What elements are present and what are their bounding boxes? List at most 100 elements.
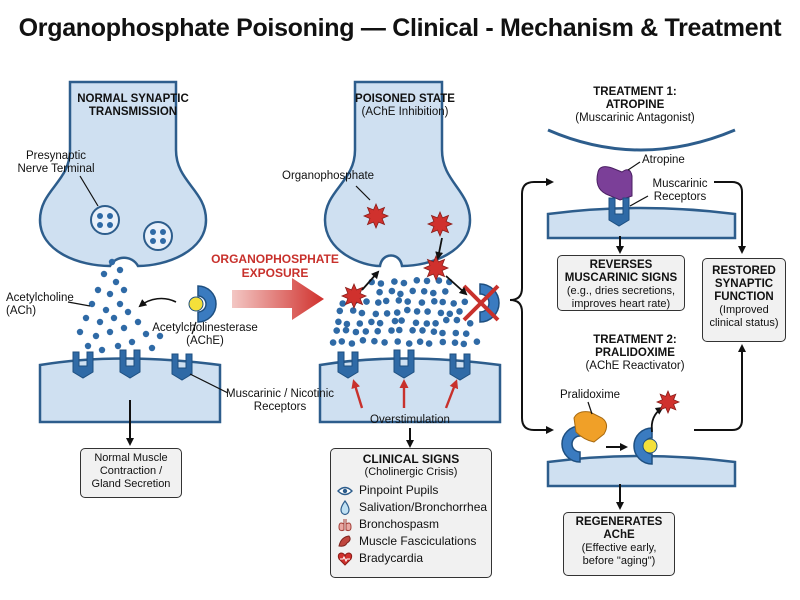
organophosphate-icon [340,282,368,310]
ach-dot [88,300,96,308]
ach-dot [84,342,92,350]
ach-dot [409,327,416,334]
ach-dot [393,309,401,316]
ach-dot [134,318,142,326]
ach-dot [359,337,367,344]
clinical-sign-item: Muscle Fasciculations [337,533,485,550]
ach-dot [405,340,413,347]
ach-dot [398,317,405,324]
ach-dot [148,344,156,352]
clinical-sign-label: Muscle Fasciculations [359,534,477,548]
heart-icon [337,551,353,566]
ach-dot [425,340,433,347]
poisoned-heading-line2: (AChE Inhibition) [361,106,449,118]
ach-dot [374,327,382,335]
normal-receptor [171,353,193,381]
ach-dot [375,299,382,306]
ach-dot [430,328,438,336]
synaptic-vesicle [143,221,173,251]
muscarinic-receptor-icon [608,197,630,227]
ach-dot [383,310,391,317]
normal-outcome-line3: Gland Secretion [91,478,171,490]
ach-dot [356,320,364,327]
ach-dot [437,309,445,317]
ach-dot [106,328,114,336]
treatment2-heading-line3: (AChE Reactivator) [585,360,685,372]
ach-dot [460,340,468,348]
ach-dot [452,329,460,337]
ach-dot [395,297,403,304]
atropine-label: Atropine [642,154,685,166]
reverses-title-line2: MUSCARINIC SIGNS [564,272,678,284]
ach-dot [339,300,347,307]
organophosphate-icon [362,202,390,230]
ach-dot [439,329,446,337]
op-label-pointer [355,185,371,201]
organophosphate-icon [655,389,681,415]
ach-dot [391,278,398,285]
eye-icon [337,486,353,495]
regenerates-line1: (Effective early, [581,542,657,554]
clinical-sign-item: Bradycardia [337,550,485,567]
ach-dot [396,326,403,334]
ach-label: Acetylcholine (ACh) [6,292,96,318]
ach-dot [404,306,411,314]
ach-dot [342,326,350,334]
acetylcholine-molecules [76,258,164,354]
ach-dot [368,318,375,326]
treatment2-to-restored-arrow [694,344,746,431]
ach-dot [329,339,337,346]
ach-dot [94,286,102,294]
muscarinic-receptors-line1: Muscarinic [652,178,708,190]
ach-dot [391,317,399,325]
restored-sub-line2: clinical status) [709,317,779,329]
restored-sub-line1: (Improved [719,304,769,316]
treatment1-membrane [546,206,737,240]
ach-dot [349,307,357,314]
treatment1-heading: TREATMENT 1: ATROPINE (Muscarinic Antago… [545,86,725,125]
ach-dot [430,289,437,297]
exposure-label-line1: ORGANOPHOSPHATE [211,252,339,266]
ach-dot [343,320,351,328]
exposure-label-line2: EXPOSURE [241,266,309,280]
ach-dot [108,258,116,266]
op-binding-arrow [435,237,444,260]
atropine-molecule-icon [596,166,633,201]
ache-label-line1: Acetylcholinesterase [152,322,258,334]
receptor-pointer [189,373,229,394]
ach-dot [446,310,454,318]
treatment1-heading-line1: TREATMENT 1: [593,86,677,98]
treatment2-heading-line1: TREATMENT 2: [593,334,677,346]
clinical-sign-item: Salivation/Bronchorrhea [337,499,487,516]
ach-dot [397,290,404,298]
ach-dot [388,327,395,334]
ach-label-line1: Acetylcholine [6,292,74,304]
ach-dot [431,298,438,305]
salivation-icon [340,499,350,515]
normal-outcome-box: Normal Muscle Contraction / Gland Secret… [80,448,182,498]
ach-dot [120,286,128,294]
presynaptic-label-line1: Presynaptic [25,150,87,162]
ach-dot [388,287,396,295]
ache-label: Acetylcholinesterase (AChE) [140,322,270,348]
ach-dot [466,320,474,327]
presynaptic-pointer [79,175,99,207]
reverses-box: REVERSES MUSCARINIC SIGNS (e.g., dries s… [557,255,685,311]
ach-dot [352,328,360,336]
page-title: Organophosphate Poisoning — Clinical - M… [18,14,782,42]
ach-pointer [67,301,91,307]
poisoned-receptor [449,353,471,381]
organophosphate-icon [426,210,454,238]
ach-dot [116,266,124,274]
receptors-label: Muscarinic / Nicotinic Receptors [210,388,350,414]
ach-dot [442,288,449,295]
organophosphate-icon [422,254,450,282]
ach-dot [423,320,431,327]
ach-dot [124,308,132,316]
ach-label-line2: (ACh) [6,305,37,317]
ach-dot [363,298,370,305]
ache-label-line2: (AChE) [186,335,224,347]
ache-pointer [191,321,197,335]
